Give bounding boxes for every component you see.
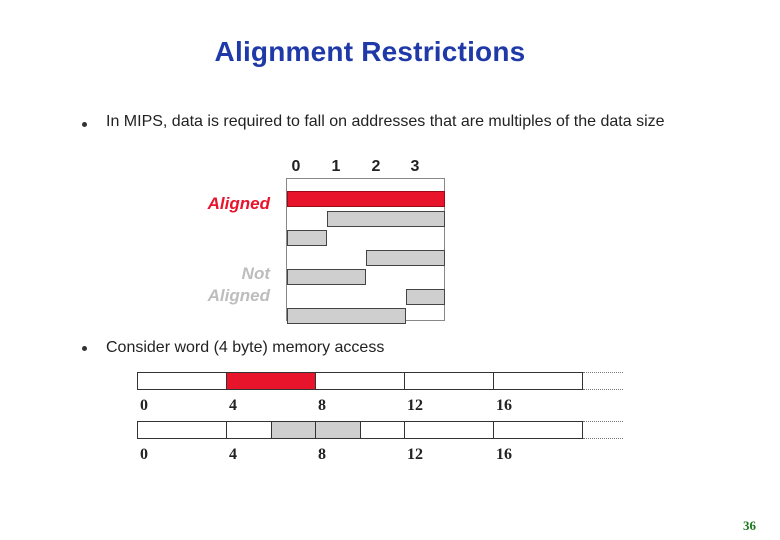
aligned-label: Aligned	[207, 194, 270, 213]
column-header-1: 1	[331, 158, 341, 175]
word-boundary-line	[315, 421, 316, 439]
memory-word-cell	[404, 421, 494, 439]
memory-word-cell	[315, 372, 405, 390]
page-number: 36	[743, 518, 756, 533]
memory-word-cell	[137, 372, 227, 390]
memory-row-unaligned	[137, 421, 627, 439]
memory-continuation-dots	[583, 421, 623, 439]
memory-address-label: 12	[407, 397, 423, 414]
unaligned-word-bar	[287, 230, 327, 246]
memory-word-cell	[493, 421, 583, 439]
memory-address-label: 4	[229, 446, 237, 463]
memory-address-label: 16	[496, 397, 512, 414]
unaligned-word-bar	[287, 269, 366, 285]
unaligned-word-bar	[287, 308, 406, 324]
memory-word-cell	[404, 372, 494, 390]
memory-address-label: 12	[407, 446, 423, 463]
memory-address-label: 0	[140, 446, 148, 463]
unaligned-word-bar	[326, 210, 445, 227]
memory-address-label: 8	[318, 446, 326, 463]
unaligned-word-bar	[405, 288, 445, 305]
aligned-word-highlight	[226, 372, 316, 390]
bullet-text-1: In MIPS, data is required to fall on add…	[106, 113, 665, 130]
unaligned-word-bar	[366, 249, 445, 266]
not-aligned-label-line1: Not	[241, 264, 270, 283]
memory-word-cell	[493, 372, 583, 390]
bullet-dot-1	[82, 122, 87, 127]
memory-address-label: 4	[229, 397, 237, 414]
column-header-0: 0	[291, 158, 301, 175]
slide-title: Alignment Restrictions	[214, 36, 526, 67]
memory-address-label: 8	[318, 397, 326, 414]
not-aligned-label-line2: Aligned	[207, 286, 270, 305]
memory-address-label: 0	[140, 397, 148, 414]
column-header-2: 2	[371, 158, 381, 175]
aligned-word-bar	[287, 191, 445, 207]
bullet-dot-2	[82, 346, 87, 351]
memory-row-aligned	[137, 372, 627, 390]
memory-address-label: 16	[496, 446, 512, 463]
memory-continuation-dots	[583, 372, 623, 390]
bullet-text-2: Consider word (4 byte) memory access	[106, 339, 385, 356]
memory-word-cell	[137, 421, 227, 439]
alignment-grid	[286, 178, 445, 324]
column-header-3: 3	[410, 158, 420, 175]
